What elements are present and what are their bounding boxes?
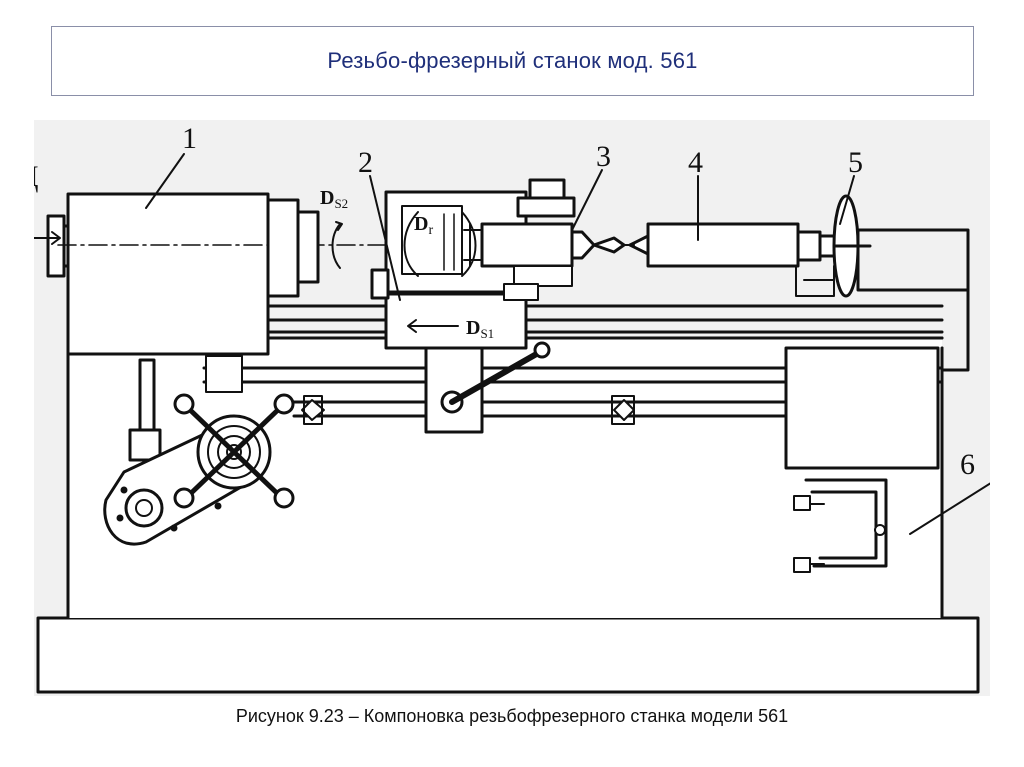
leader-1 xyxy=(145,153,185,209)
apron-lever xyxy=(449,349,543,405)
label-5: 5 xyxy=(848,146,863,179)
cutter-head xyxy=(480,222,574,268)
label-1: 1 xyxy=(182,122,197,155)
label-ds2: DS2 xyxy=(320,187,348,211)
leader-6 xyxy=(909,475,1003,535)
label-3: 3 xyxy=(596,140,611,173)
headstock xyxy=(66,192,270,356)
door-handle xyxy=(804,478,888,568)
slide-title: Резьбо-фрезерный станок мод. 561 xyxy=(327,48,698,73)
leader-3 xyxy=(571,169,603,231)
leader-5 xyxy=(839,175,855,225)
label-6: 6 xyxy=(960,448,975,481)
label-2: 2 xyxy=(358,146,373,179)
label-d: Д xyxy=(34,160,38,193)
label-dr: Dr xyxy=(414,213,433,238)
title-frame: Резьбо-фрезерный станок мод. 561 xyxy=(51,26,974,96)
carriage xyxy=(384,292,528,350)
label-ds1: DS1 xyxy=(466,317,494,341)
machine-base xyxy=(36,616,980,694)
tailstock xyxy=(646,222,800,268)
label-4: 4 xyxy=(688,146,703,179)
electrical-cabinet xyxy=(784,346,940,470)
leader-2 xyxy=(369,175,401,301)
machine-drawing: 1 2 3 4 5 6 Д DS2 Dr DS1 xyxy=(18,120,1003,696)
figure-caption: Рисунок 9.23 – Компоновка резьбофрезерно… xyxy=(235,706,789,726)
